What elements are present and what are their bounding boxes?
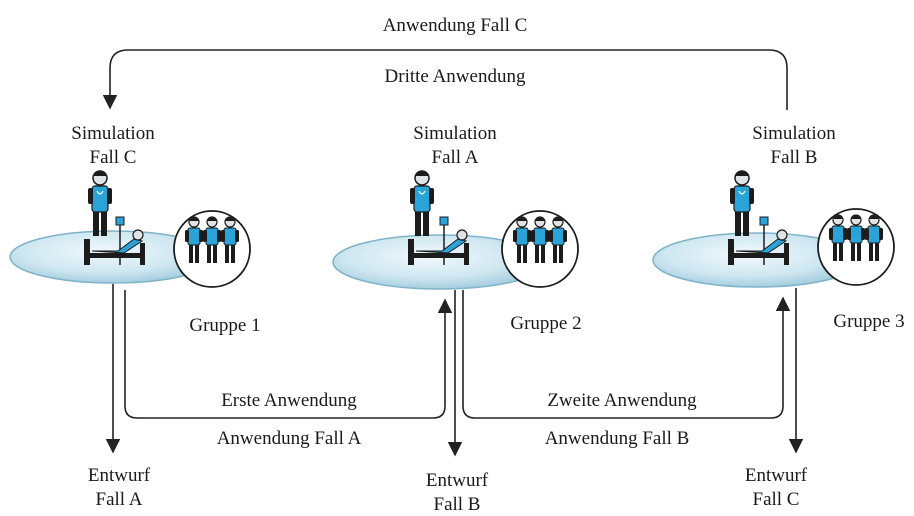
nurse-icon [729, 170, 755, 237]
group-2-label: Gruppe 2 [510, 313, 581, 334]
station-2-title-line2: Fall A [432, 147, 479, 168]
nurse-icon [87, 170, 113, 237]
draft-a-line1: Entwurf [88, 465, 151, 486]
draft-a-line2: Fall A [96, 489, 143, 510]
draft-b-line1: Entwurf [426, 470, 489, 491]
station-1 [9, 170, 251, 288]
station-1-title-line2: Fall C [90, 147, 137, 168]
draft-c-line1: Entwurf [745, 465, 808, 486]
group-circle-icon [817, 208, 895, 286]
top-arrow-label: Anwendung Fall C [383, 15, 528, 36]
group-1-label: Gruppe 1 [189, 315, 260, 336]
group-circle-icon [501, 210, 579, 288]
station-1-title-line1: Simulation [71, 123, 155, 144]
top-return-arrow [102, 49, 788, 110]
application-case-b-label: Anwendung Fall B [545, 428, 690, 449]
first-application-label: Erste Anwendung [221, 390, 357, 411]
top-arrow-sublabel: Dritte Anwendung [385, 66, 526, 87]
draft-c-line2: Fall C [753, 489, 800, 510]
group-circle-icon [173, 210, 251, 288]
station-2 [332, 170, 579, 290]
draft-b-line2: Fall B [434, 494, 481, 515]
station-2-title-line1: Simulation [413, 123, 497, 144]
first-application-arrow [124, 290, 453, 419]
group-3-label: Gruppe 3 [833, 311, 904, 332]
second-application-arrow [462, 290, 791, 419]
nurse-icon [409, 170, 435, 237]
station-3-title-line2: Fall B [771, 147, 818, 168]
station-3 [652, 170, 895, 288]
application-case-a-label: Anwendung Fall A [217, 428, 362, 449]
station-3-title-line1: Simulation [752, 123, 836, 144]
second-application-label: Zweite Anwendung [547, 390, 697, 411]
